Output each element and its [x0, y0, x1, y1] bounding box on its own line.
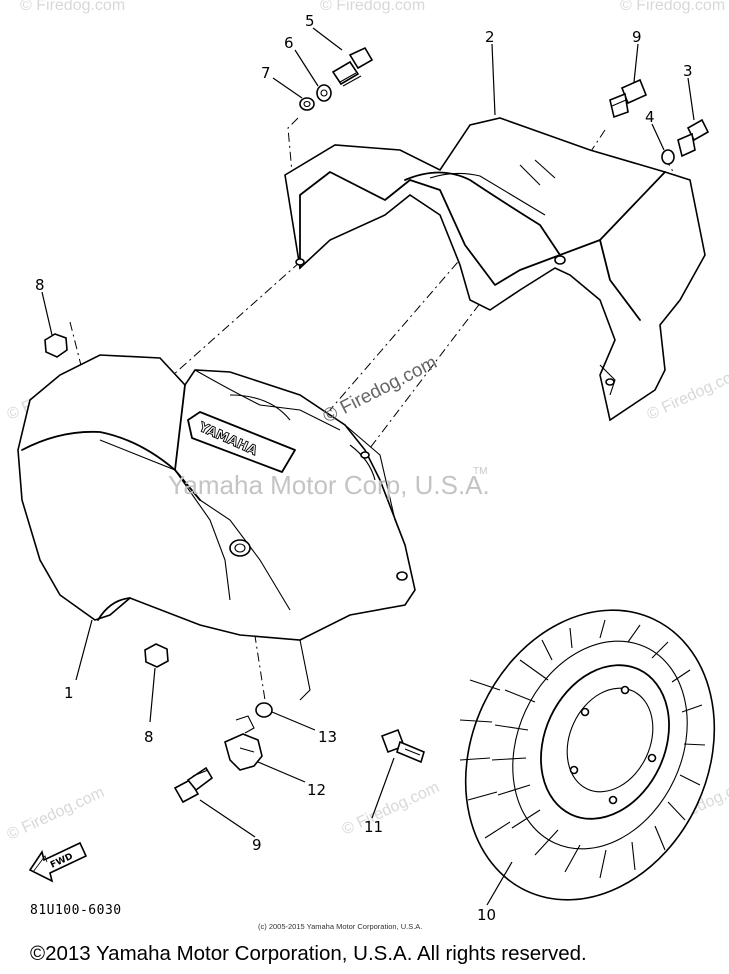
watermark-tile: © Firedog.com — [20, 0, 125, 14]
callout-3: 3 — [683, 62, 693, 80]
callout-10: 10 — [477, 906, 496, 924]
copyright-footer: ©2013 Yamaha Motor Corporation, U.S.A. A… — [30, 942, 587, 965]
yamaha-watermark: Yamaha Motor Corp, U.S.A. — [168, 470, 490, 500]
callout-2: 2 — [485, 28, 495, 46]
callout-5: 5 — [305, 12, 315, 30]
collar-part-7 — [299, 97, 315, 111]
callout-9-lower: 9 — [252, 836, 262, 854]
trademark-mark: TM — [473, 466, 487, 477]
washer-part-4 — [661, 149, 675, 165]
callout-8-lower: 8 — [144, 728, 154, 746]
callout-numbers: 5 6 7 2 9 3 4 8 1 8 13 12 9 11 10 — [35, 12, 693, 924]
firedog-watermark: © Firedog.com — [320, 352, 441, 427]
nut-part-8-upper — [44, 333, 68, 358]
washer-part-6 — [316, 84, 332, 102]
callout-1: 1 — [64, 684, 74, 702]
flywheel-part-10 — [459, 609, 716, 901]
watermark-tile: © Firedog.com — [620, 0, 725, 14]
bolt-part-3 — [677, 118, 710, 158]
lower-housing-part-1: YAMAHA — [17, 354, 416, 701]
bolt-part-9-lower — [173, 766, 214, 804]
small-credit: (c) 2005-2015 Yamaha Motor Corporation, … — [258, 922, 423, 931]
callout-12: 12 — [307, 781, 326, 799]
watermark-tile: © Firedog.com — [5, 784, 107, 844]
callout-8-upper: 8 — [35, 276, 45, 294]
grommet-part-13 — [255, 702, 273, 718]
callout-9-upper: 9 — [632, 28, 642, 46]
forward-arrow-badge: FWD — [28, 841, 88, 883]
callout-4: 4 — [645, 108, 655, 126]
bolt-part-11 — [380, 728, 425, 764]
upper-cover-part-2 — [284, 117, 706, 422]
bolt-part-5 — [331, 46, 374, 87]
watermark-tile: © Firedog.com — [340, 779, 442, 839]
callout-leaders — [41, 27, 695, 906]
callout-7: 7 — [261, 64, 271, 82]
callout-13: 13 — [318, 728, 337, 746]
callout-6: 6 — [284, 34, 294, 52]
nut-part-8-lower — [144, 643, 169, 668]
bolt-part-9-upper — [609, 78, 648, 119]
callout-11: 11 — [364, 818, 383, 836]
diagram-code: 81U100-6030 — [30, 903, 122, 918]
watermark-tile: © Firedog.com — [320, 0, 425, 14]
clamp-part-12 — [224, 715, 263, 771]
